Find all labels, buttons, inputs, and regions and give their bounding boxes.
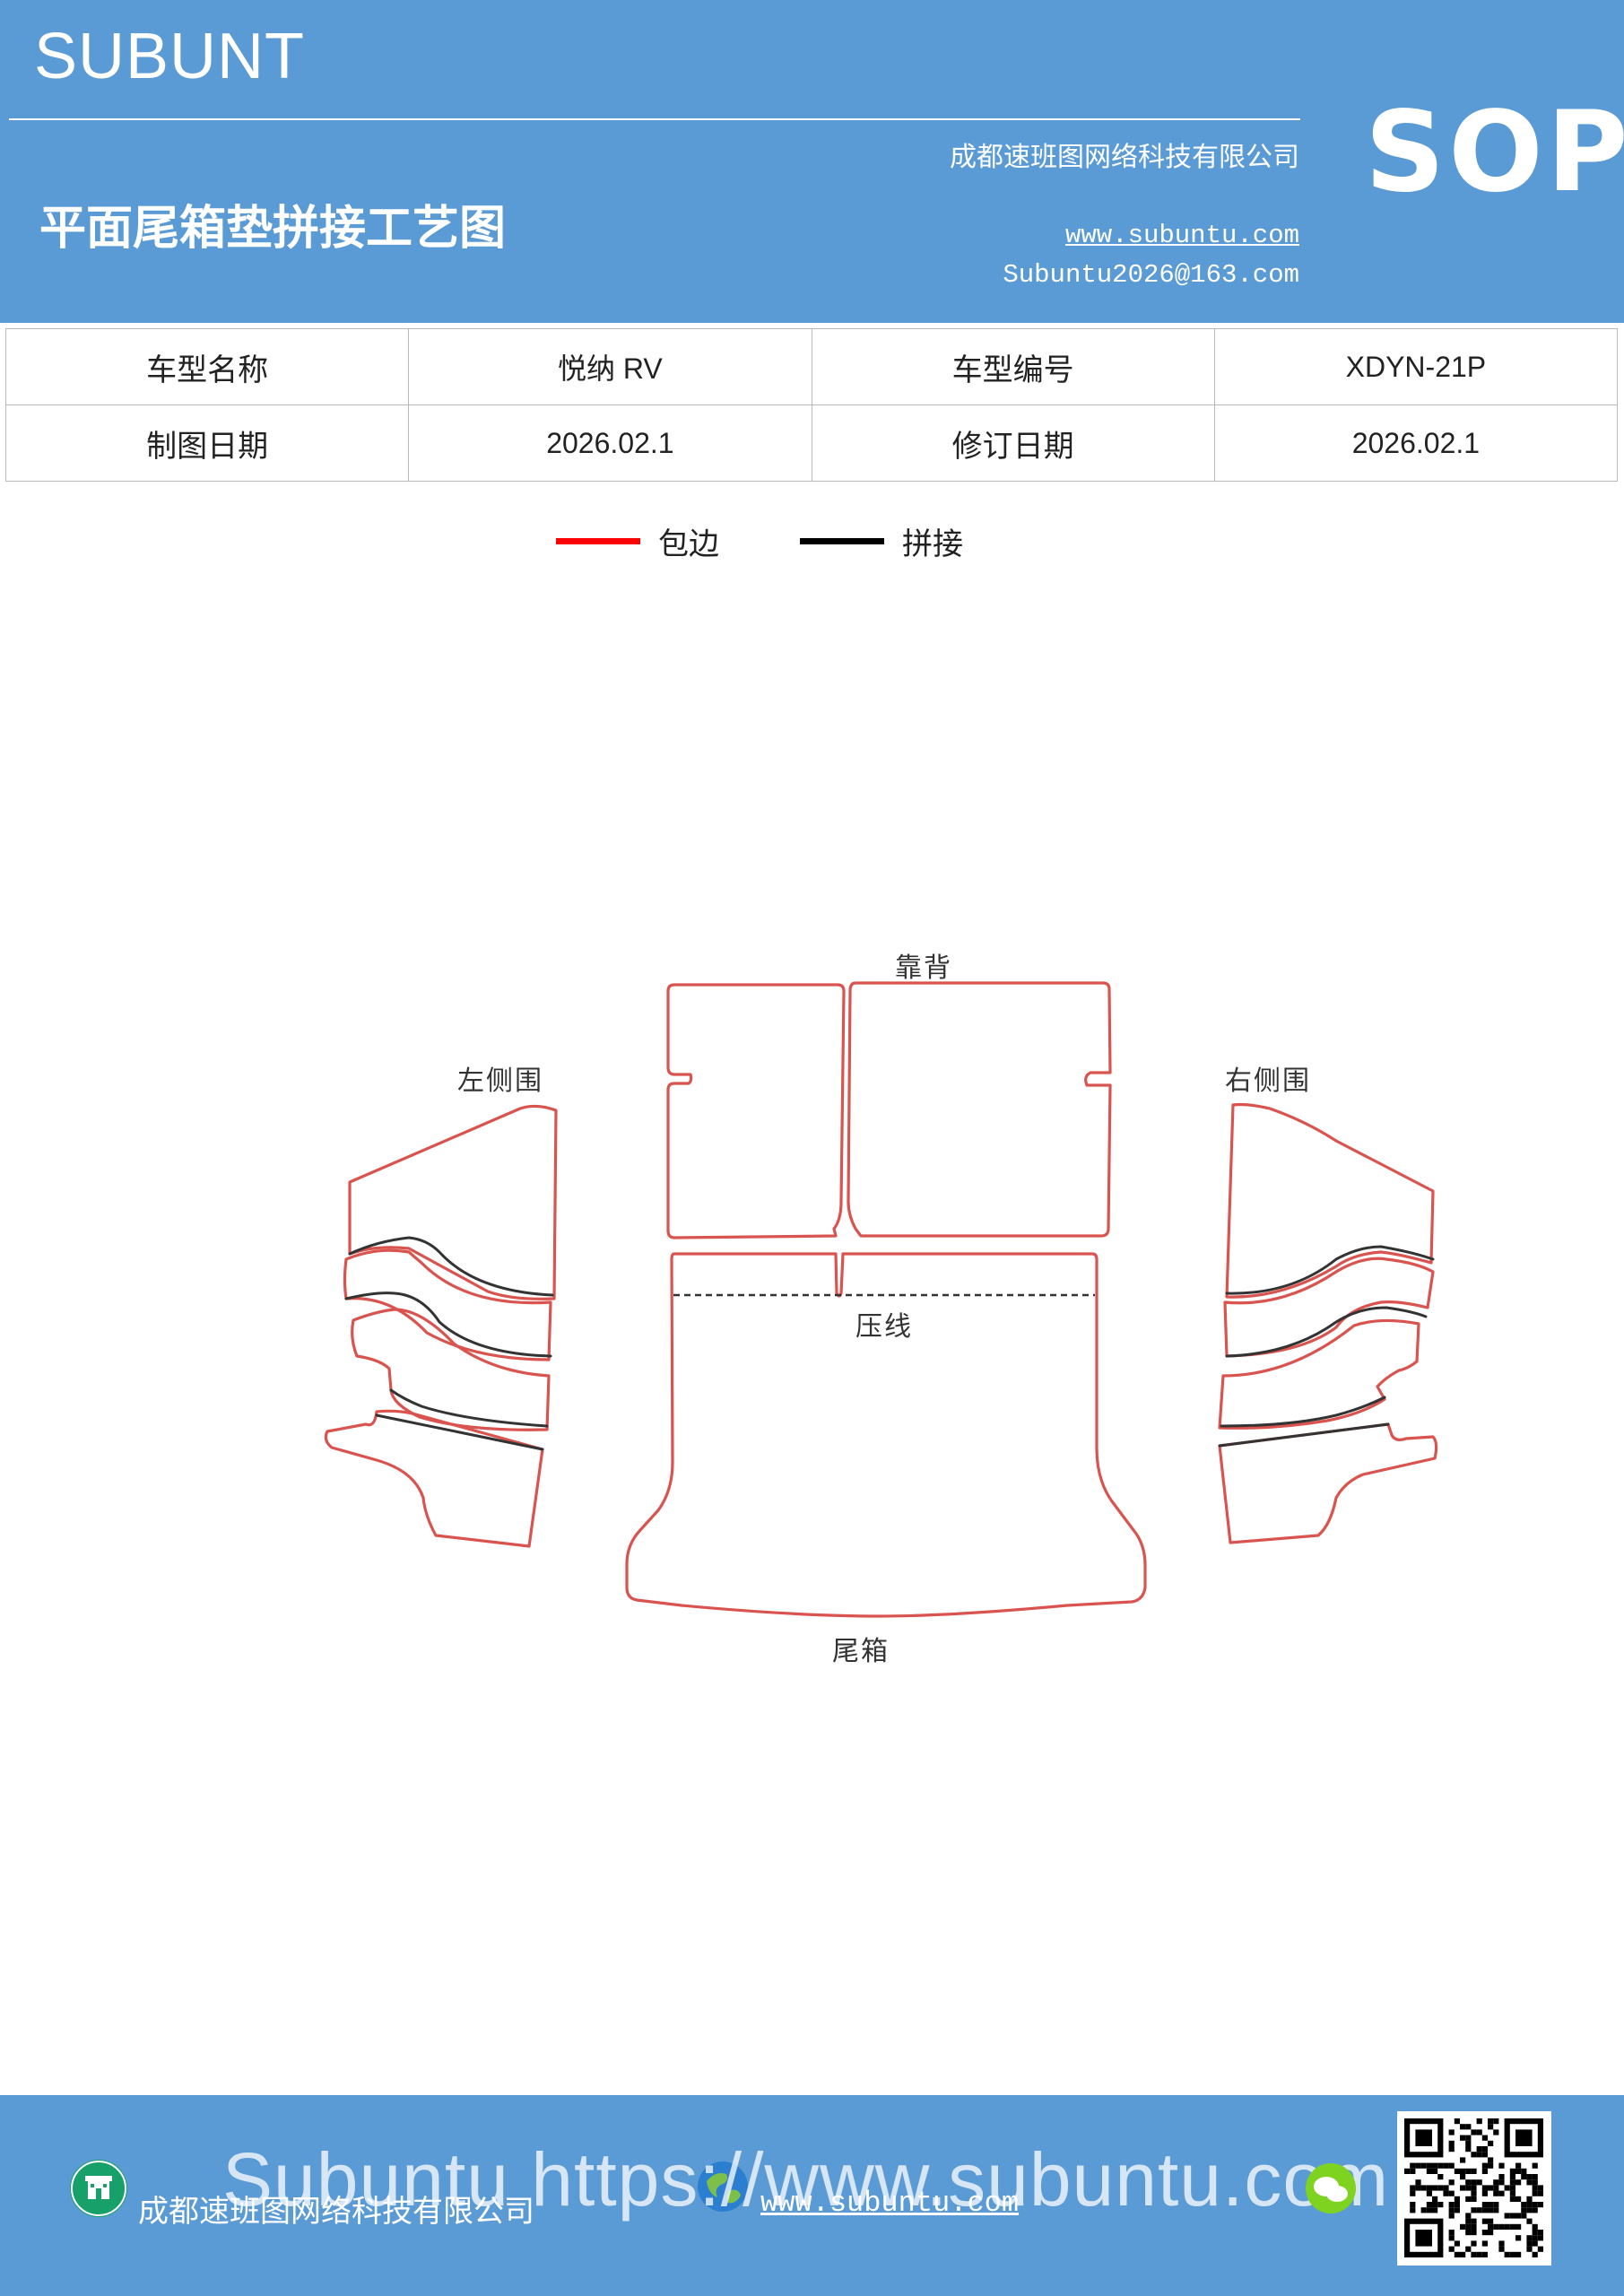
document-title: 平面尾箱垫拼接工艺图 xyxy=(39,202,507,256)
table-cell: 悦纳 RV xyxy=(408,328,812,405)
right-side-piece-1 xyxy=(1225,1102,1435,1299)
header-website-link[interactable]: www.subuntu.com xyxy=(1064,221,1299,250)
label-backrest: 靠背 xyxy=(895,952,952,984)
left-side-piece-2 xyxy=(343,1248,552,1361)
table-cell: 2026.02.1 xyxy=(408,404,812,482)
footer-watermark-text: Subuntu https://www.subuntu.com xyxy=(222,2137,1390,2222)
left-side-piece-1 xyxy=(348,1104,558,1300)
legend-label-seam: 拼接 xyxy=(902,526,963,562)
table-cell: 车型名称 xyxy=(4,328,410,405)
legend-label-edge: 包边 xyxy=(658,526,719,562)
qr-code xyxy=(1397,2111,1551,2266)
table-cell: XDYN-21P xyxy=(1213,328,1619,405)
table-row: 制图日期 2026.02.1 修订日期 2026.02.1 xyxy=(4,404,1619,482)
table-cell: 2026.02.1 xyxy=(1213,404,1619,482)
brand-logo-text: SUBUNT xyxy=(34,21,306,92)
label-right-side: 右侧围 xyxy=(1225,1065,1311,1097)
right-side-piece-3 xyxy=(1218,1318,1420,1430)
footer-website-link[interactable]: www.subuntu.com xyxy=(760,2187,1020,2220)
seam-line xyxy=(1225,1306,1428,1358)
table-cell: 修订日期 xyxy=(811,404,1215,482)
label-trunk: 尾箱 xyxy=(832,1636,890,1667)
legend-swatch-edge xyxy=(556,538,640,544)
header-company: 成都速班图网络科技有限公司 xyxy=(950,142,1299,173)
legend-swatch-seam xyxy=(800,538,884,544)
table-row: 车型名称 悦纳 RV 车型编号 XDYN-21P xyxy=(4,328,1619,405)
seam-line xyxy=(1225,1245,1435,1295)
table-cell: 车型编号 xyxy=(811,328,1215,405)
trunk-panel xyxy=(625,1252,1147,1618)
left-side-piece-4 xyxy=(324,1409,544,1548)
seam-line xyxy=(348,1236,554,1297)
building-icon xyxy=(70,2160,127,2217)
vehicle-info-table: 车型名称 悦纳 RV 车型编号 XDYN-21P 制图日期 2026.02.1 … xyxy=(4,328,1619,482)
right-side-piece-2 xyxy=(1223,1257,1435,1358)
seam-line xyxy=(389,1388,549,1428)
backrest-left-panel xyxy=(666,983,846,1239)
label-press-line: 压线 xyxy=(855,1311,913,1343)
seam-line xyxy=(375,1413,544,1451)
sop-badge: SOP xyxy=(1365,88,1624,217)
seam-line xyxy=(1218,1422,1390,1448)
header-divider xyxy=(9,118,1300,120)
footer-company: 成都速班图网络科技有限公司 xyxy=(138,2194,534,2230)
table-cell: 制图日期 xyxy=(4,404,410,482)
left-side-piece-3 xyxy=(351,1308,551,1431)
wechat-icon xyxy=(1302,2160,1359,2217)
legend: 包边 拼接 xyxy=(0,516,1624,587)
header-email[interactable]: Subuntu2026@163.com xyxy=(1003,260,1299,290)
seam-line xyxy=(1220,1396,1386,1428)
backrest-right-panel xyxy=(847,981,1112,1238)
header-banner: SUBUNT 平面尾箱垫拼接工艺图 成都速班图网络科技有限公司 www.subu… xyxy=(0,0,1624,323)
right-side-piece-4 xyxy=(1218,1422,1438,1544)
label-left-side: 左侧围 xyxy=(457,1065,543,1097)
globe-icon xyxy=(694,2158,751,2215)
seam-line xyxy=(344,1292,552,1358)
